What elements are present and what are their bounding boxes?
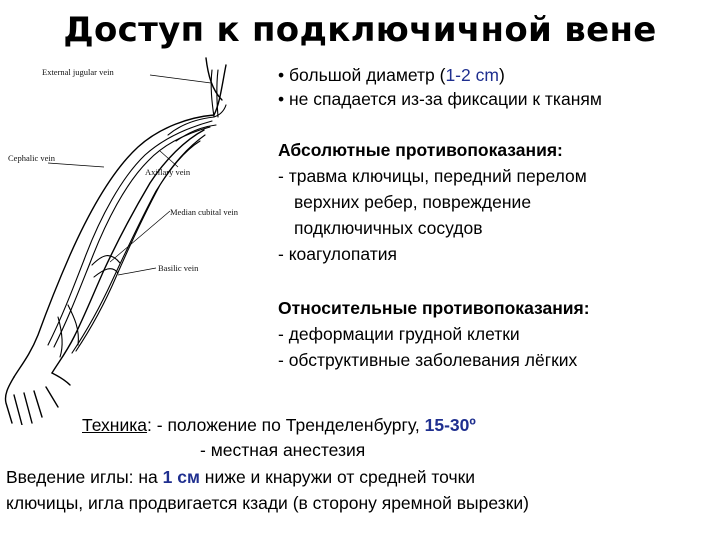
diameter-value: 1-2 cm	[445, 65, 499, 85]
technique-line-1: Техника: - положение по Тренделенбургу, …	[82, 415, 476, 435]
absolute-item: верхних ребер, повреждение	[294, 192, 532, 212]
relative-item: - деформации грудной клетки	[278, 324, 520, 344]
pointer-median-cubital	[109, 210, 171, 263]
shoulder-outline	[213, 64, 227, 116]
basilic-vein	[75, 134, 206, 352]
relative-contraindications-heading: Относительные противопоказания:	[278, 298, 590, 318]
advantage-fixation: • не спадается из-за фиксации к тканям	[278, 89, 602, 109]
pointer-axillary	[159, 150, 179, 168]
absolute-contraindications-heading: Абсолютные противопоказания:	[278, 140, 563, 160]
advantage-diameter: • большой диаметр (1-2 cm)	[278, 65, 505, 85]
technique-line-2: - местная анестезия	[200, 440, 366, 460]
external-jugular-vein	[210, 69, 219, 118]
arm-outer-outline	[13, 114, 215, 378]
technique-label: Техника	[82, 415, 148, 435]
cephalic-vein	[47, 120, 213, 346]
hand-outline	[4, 372, 71, 425]
trendelenburg-angle: 15-30º	[424, 415, 476, 435]
arm-veins-illustration: External jugular vein Cephalic vein Axil…	[4, 57, 239, 425]
label-external-jugular-vein: External jugular vein	[42, 67, 115, 77]
needle-distance: 1 см	[162, 467, 200, 487]
median-cubital-vein	[91, 255, 121, 278]
absolute-item: - коагулопатия	[278, 244, 397, 264]
neck-outline	[205, 57, 223, 101]
absolute-item: подключичных сосудов	[294, 218, 483, 238]
relative-item: - обструктивные заболевания лёгких	[278, 350, 578, 370]
pointer-external-jugular	[149, 74, 212, 84]
forearm-vein-branches	[57, 304, 79, 358]
label-median-cubital-vein: Median cubital vein	[170, 207, 239, 217]
page-title: Доступ к подключичной вене	[63, 10, 657, 50]
pointer-cephalic	[47, 162, 105, 168]
label-basilic-vein: Basilic vein	[158, 263, 199, 273]
needle-insertion-line-1: Введение иглы: на 1 см ниже и кнаружи от…	[6, 467, 476, 487]
pointer-basilic	[117, 267, 157, 276]
absolute-item: - травма ключицы, передний перелом	[278, 166, 587, 186]
label-axillary-vein: Axillary vein	[145, 167, 191, 177]
label-cephalic-vein: Cephalic vein	[8, 153, 56, 163]
needle-insertion-line-2: ключицы, игла продвигается кзади (в стор…	[6, 493, 529, 513]
cephalic-vein-wall	[53, 126, 211, 348]
